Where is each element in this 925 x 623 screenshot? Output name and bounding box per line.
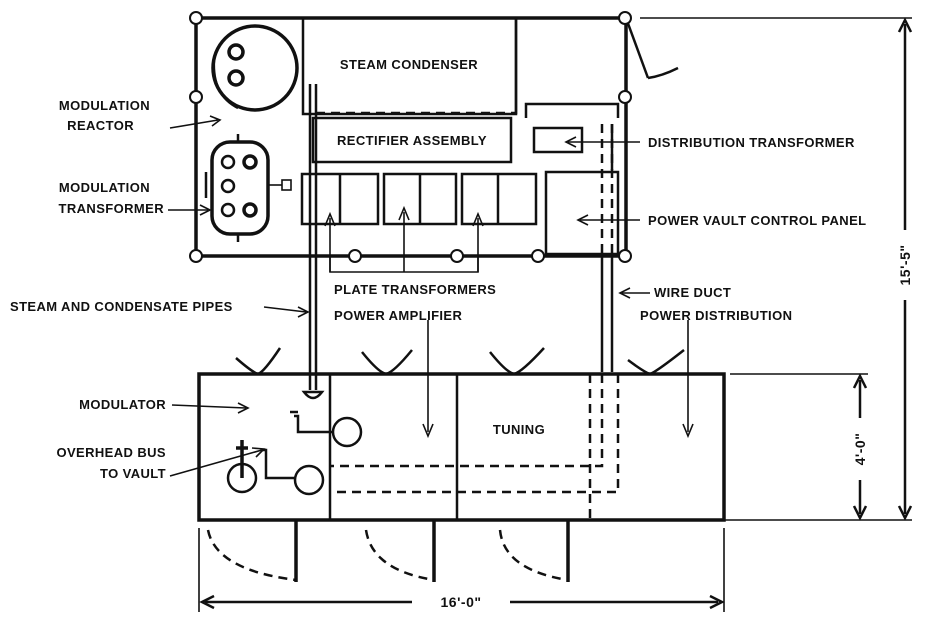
labels: STEAM CONDENSER RECTIFIER ASSEMBLY MODUL… bbox=[10, 57, 913, 610]
leader-overhead-bus bbox=[169, 449, 263, 477]
vault-door bbox=[624, 17, 650, 79]
label-modulation-reactor-2: REACTOR bbox=[67, 118, 134, 133]
vault-door-swing bbox=[647, 66, 679, 80]
vent-4 bbox=[627, 349, 685, 376]
power-vault bbox=[189, 11, 679, 263]
modulation-transformer-box bbox=[210, 140, 270, 236]
label-modulation-transformer-2: TRANSFORMER bbox=[58, 201, 164, 216]
label-modulation-reactor-1: MODULATION bbox=[59, 98, 150, 113]
node bbox=[348, 249, 362, 263]
dimension-lines bbox=[198, 17, 913, 612]
arrow-distribution bbox=[564, 136, 577, 148]
label-power-amplifier: POWER AMPLIFIER bbox=[334, 308, 463, 323]
label-distribution-transformer: DISTRIBUTION TRANSFORMER bbox=[648, 135, 855, 150]
node bbox=[618, 249, 632, 263]
node bbox=[189, 11, 203, 25]
transmitter-outline bbox=[197, 372, 726, 522]
arrow-power-distribution bbox=[682, 423, 694, 439]
mt-terminal-4 bbox=[220, 202, 236, 218]
vent-3 bbox=[489, 347, 545, 376]
door-swing-1 bbox=[206, 529, 297, 582]
node bbox=[189, 90, 203, 104]
arrow-steam bbox=[297, 306, 310, 318]
reactor-terminal-2 bbox=[227, 69, 245, 87]
door-swing-2 bbox=[364, 529, 435, 582]
node bbox=[450, 249, 464, 263]
node bbox=[618, 90, 632, 104]
label-modulation-transformer-1: MODULATION bbox=[59, 180, 150, 195]
reactor-arc bbox=[212, 59, 239, 110]
distribution-bracket bbox=[524, 102, 620, 118]
transmitter-room bbox=[197, 347, 726, 582]
dim-arrow-down-1 bbox=[897, 505, 913, 521]
label-modulator: MODULATOR bbox=[79, 397, 166, 412]
reactor-terminal-1 bbox=[227, 43, 245, 61]
arrow-wire-duct bbox=[618, 287, 631, 299]
arrow-plate-3 bbox=[472, 211, 484, 227]
dim-arrow-down-2 bbox=[852, 505, 868, 521]
arrow-transformer bbox=[199, 204, 212, 216]
leader-steam bbox=[263, 306, 307, 313]
arrow-overhead-bus bbox=[251, 447, 266, 458]
arrow-plate-2 bbox=[398, 205, 410, 221]
mt-right-tab bbox=[281, 179, 292, 191]
label-steam-condenser: STEAM CONDENSER bbox=[340, 57, 478, 72]
dim-width: 16'-0" bbox=[441, 594, 482, 610]
door-swing-3 bbox=[498, 529, 569, 582]
mt-terminal-3 bbox=[220, 178, 236, 194]
dim-height-lower: 4'-0" bbox=[852, 433, 868, 466]
label-power-vault-control-panel: POWER VAULT CONTROL PANEL bbox=[648, 213, 866, 228]
bus-pipe-2 bbox=[262, 448, 295, 480]
arrow-control-panel bbox=[576, 214, 589, 226]
control-panel-box bbox=[544, 170, 620, 256]
leader-lines bbox=[168, 115, 694, 477]
mt-terminal-5 bbox=[242, 202, 258, 218]
mt-terminal-2 bbox=[242, 154, 258, 170]
dim-height-total: 15'-5" bbox=[897, 245, 913, 286]
dim-arrow-up-1 bbox=[897, 17, 913, 33]
duct-path-2 bbox=[330, 374, 620, 494]
leader-reactor bbox=[169, 119, 219, 129]
node bbox=[618, 11, 632, 25]
arrow-power-amplifier bbox=[422, 423, 434, 439]
distribution-transformer-box bbox=[532, 126, 584, 154]
bus-bushing-1 bbox=[331, 416, 363, 448]
node bbox=[189, 249, 203, 263]
duct-path-1 bbox=[330, 374, 604, 468]
arrow-reactor bbox=[209, 115, 222, 127]
rectifier-assembly-box bbox=[311, 116, 513, 164]
bus-bushing-2 bbox=[293, 464, 325, 496]
dim-arrow-up-2 bbox=[852, 373, 868, 389]
steam-pipe-end bbox=[301, 390, 325, 400]
node bbox=[531, 249, 545, 263]
label-wire-duct: WIRE DUCT bbox=[654, 285, 731, 300]
dim-arrow-right bbox=[709, 594, 725, 610]
mt-terminal-1 bbox=[220, 154, 236, 170]
dim-arrow-left bbox=[199, 594, 215, 610]
vent-1 bbox=[235, 347, 282, 376]
arrow-plate-1 bbox=[324, 211, 336, 227]
label-plate-transformers: PLATE TRANSFORMERS bbox=[334, 282, 496, 297]
leader-modulator bbox=[171, 404, 247, 409]
vent-2 bbox=[361, 349, 413, 376]
label-overhead-bus-2: TO VAULT bbox=[100, 466, 166, 481]
bus-pipe-1 bbox=[294, 414, 333, 434]
label-steam-condensate-pipes: STEAM AND CONDENSATE PIPES bbox=[10, 299, 233, 314]
label-rectifier-assembly: RECTIFIER ASSEMBLY bbox=[337, 133, 487, 148]
arrow-modulator bbox=[237, 402, 250, 414]
label-overhead-bus-1: OVERHEAD BUS bbox=[56, 445, 166, 460]
label-power-distribution: POWER DISTRIBUTION bbox=[640, 308, 792, 323]
label-tuning: TUNING bbox=[493, 422, 545, 437]
